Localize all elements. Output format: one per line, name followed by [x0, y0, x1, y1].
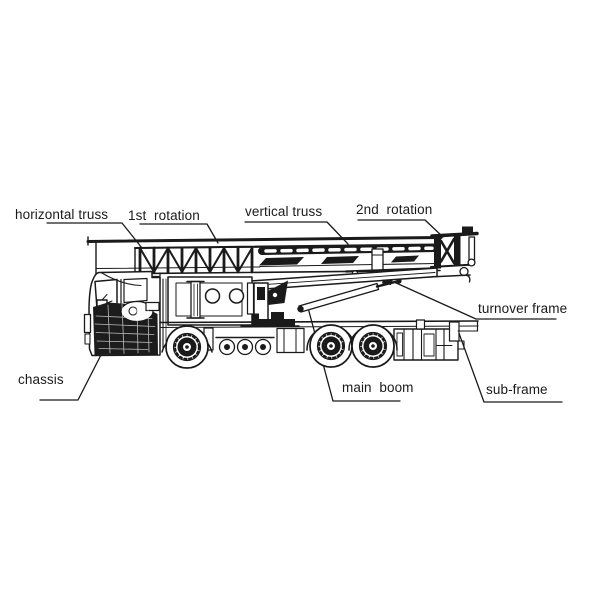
label-vertical-truss: vertical truss: [245, 204, 323, 219]
support-rollers: [215, 336, 275, 356]
second-rotation-tower-drawing: [428, 226, 479, 283]
vertical-truss-drawing: [258, 244, 440, 273]
equipment-body-drawing: [162, 276, 255, 349]
leader-2nd-rotation: [357, 219, 444, 238]
front-wheel: [161, 325, 213, 369]
main-boom-drawing: [228, 267, 438, 327]
leader-turnover-frame: [393, 281, 557, 320]
leader-chassis: [39, 350, 104, 401]
label-horizontal-truss: horizontal truss: [15, 207, 109, 222]
label-1st-rotation: 1st rotation: [128, 208, 200, 223]
leader-vertical-truss: [244, 221, 349, 245]
leader-lines: [39, 219, 563, 403]
leader-1st-rotation: [139, 223, 219, 244]
label-chassis: chassis: [18, 372, 64, 387]
leader-sub-frame: [455, 324, 563, 403]
label-2nd-rotation: 2nd rotation: [356, 202, 433, 217]
porthole-right: [228, 288, 245, 304]
label-turnover-frame: turnover frame: [478, 301, 568, 316]
leader-horizontal-truss: [46, 222, 143, 249]
cab-drawing: [83, 270, 161, 357]
label-sub-frame: sub-frame: [486, 382, 548, 397]
wheels-drawing: [161, 324, 398, 369]
rear-wheel-2: [348, 324, 398, 368]
label-main-boom: main boom: [342, 380, 414, 395]
porthole-left: [204, 288, 221, 304]
